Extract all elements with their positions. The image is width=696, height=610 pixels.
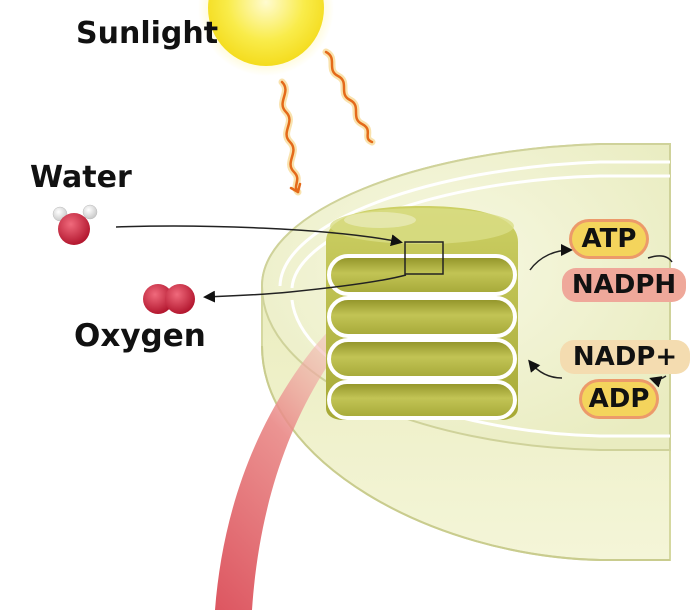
oxygen-label: Oxygen: [74, 318, 206, 354]
sunlight-label: Sunlight: [76, 16, 219, 51]
light-wave-icon: [278, 48, 376, 196]
thylakoid-stack: [326, 206, 518, 420]
nadp-plus-label: NADP+: [560, 340, 690, 374]
oxygen-molecule-icon: [143, 284, 195, 314]
oxygen-arrow: [203, 274, 407, 303]
light-beam: [215, 278, 404, 610]
nadph-label: NADPH: [562, 268, 686, 302]
nadp-input-arrow: [528, 359, 667, 388]
sun-icon: [198, 0, 334, 76]
water-label: Water: [30, 160, 132, 195]
adp-label: ADP: [582, 382, 656, 416]
atp-output-arrow: [529, 244, 673, 271]
water-molecule-icon: [52, 204, 98, 245]
water-arrow: [115, 225, 403, 247]
atp-label: ATP: [572, 222, 646, 256]
